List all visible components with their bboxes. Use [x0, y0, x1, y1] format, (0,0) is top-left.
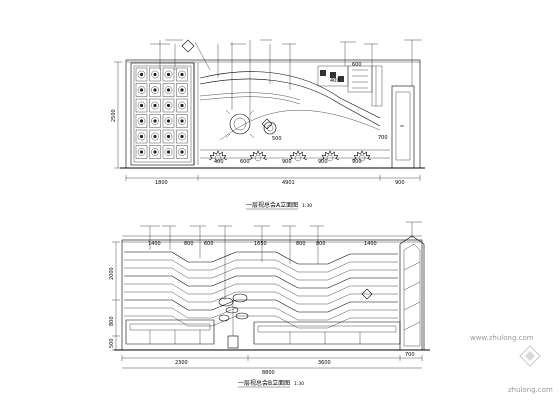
bottom-callouts	[140, 221, 422, 300]
watermark-logo-icon	[519, 345, 541, 367]
top-mid-dim-4: 900	[318, 159, 328, 165]
watermark-domain: www.zhulong.com	[470, 334, 534, 342]
bottom-elevation-scale: 1:30	[294, 381, 304, 387]
top-dim-900: 900	[395, 180, 405, 186]
bottom-dim-3600: 3600	[318, 360, 331, 366]
bottom-top-dim-1: 1400	[148, 241, 161, 247]
angled-partition	[399, 235, 425, 351]
top-bottom-dimensions: 1800 4901 900	[125, 175, 421, 186]
bottom-left-dim-2: 800	[109, 316, 115, 326]
bottom-elevation-title: 一层视总会B立面图	[238, 379, 290, 387]
top-elevation: 2500 1800 4901 900 400 600 900 900 900 7…	[111, 39, 425, 210]
bottom-left-dim-1: 2000	[109, 267, 115, 280]
swirl-ornament	[225, 109, 277, 139]
bottom-bottom-dimensions: 2300 3600 700 8800	[121, 352, 423, 376]
bottom-top-dim-4: 1650	[254, 241, 267, 247]
bottom-top-dim-5: 800	[296, 241, 306, 247]
bottom-wall-outline	[121, 239, 423, 351]
section-marker-icon	[181, 39, 195, 53]
top-elevation-title: 一层视总会A立面图	[246, 201, 298, 209]
top-dim-4901: 4901	[282, 180, 295, 186]
bottom-top-dim-2: 800	[184, 241, 194, 247]
bottom-top-dim-3: 600	[204, 241, 214, 247]
top-dim-1800: 1800	[155, 180, 168, 186]
bottom-top-dim-6: 800	[316, 241, 326, 247]
top-right-dim: 700	[378, 135, 388, 141]
bottom-elevation: 1400 800 600 1650 800 800 1400 2000 800 …	[109, 221, 430, 388]
lattice-panel	[130, 62, 199, 166]
top-mid-dim-2: 600	[240, 159, 250, 165]
bottom-left-dim-3: 500	[109, 338, 115, 348]
top-upper-dim-3: 500	[272, 136, 282, 142]
wave-wall-bands	[124, 251, 398, 329]
potted-plant	[218, 293, 249, 349]
watermark-site: zhulong.com	[508, 386, 553, 394]
sofa-right	[253, 321, 401, 345]
top-left-dimension: 2500	[111, 61, 122, 169]
bottom-top-dimensions: 1400 800 600 1650 800 800 1400	[122, 235, 422, 247]
sofa-left	[125, 319, 215, 345]
curved-wall-bands	[199, 71, 381, 141]
bottom-left-dimensions: 2000 800 500	[109, 241, 120, 351]
bottom-dim-total: 8800	[262, 370, 275, 376]
top-mid-dim-3: 900	[282, 159, 292, 165]
display-shelf	[317, 65, 383, 107]
bottom-right-dim: 700	[405, 352, 415, 358]
top-callouts	[150, 39, 422, 120]
top-mid-dimensions: 400 600 900 900 900	[200, 157, 390, 165]
top-upper-dim-2: 600	[352, 62, 362, 68]
section-marker-icon	[361, 288, 373, 300]
door	[391, 85, 415, 169]
bottom-top-dim-7: 1400	[364, 241, 377, 247]
top-elevation-scale: 1:30	[302, 203, 312, 209]
top-mid-dim-5: 900	[352, 159, 362, 165]
section-marker-icon	[261, 118, 273, 130]
bottom-dim-2300: 2300	[175, 360, 188, 366]
top-upper-dim-1: 400	[330, 78, 340, 84]
watermark: www.zhulong.com zhulong.com	[470, 334, 553, 394]
top-left-dim-label: 2500	[111, 109, 117, 122]
top-mid-dim-1: 400	[214, 159, 224, 165]
